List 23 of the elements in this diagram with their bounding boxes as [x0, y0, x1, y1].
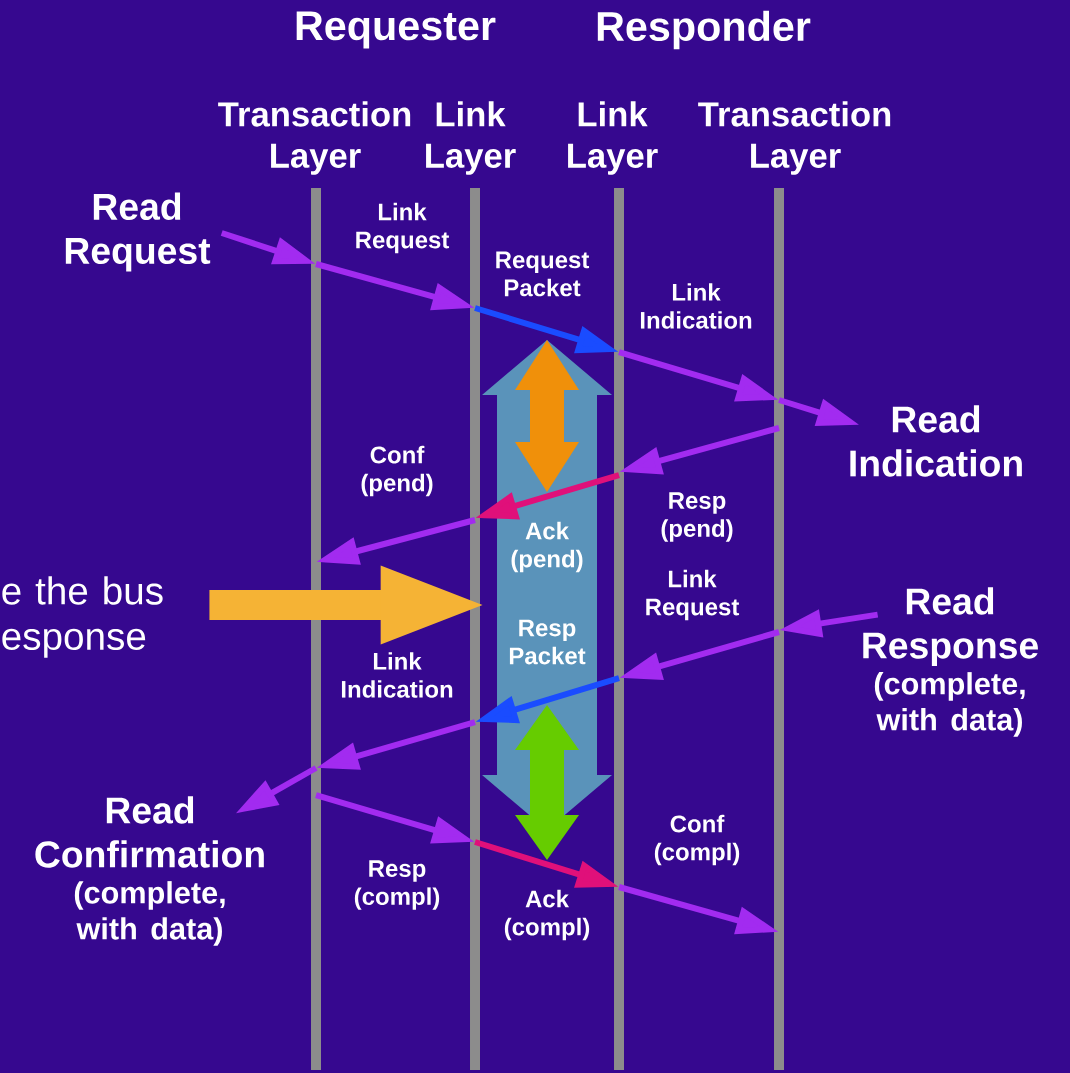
edge-label: Link Request: [646, 569, 740, 621]
edge-label: Link Request: [356, 202, 450, 254]
edge-label: Resp (compl): [354, 860, 440, 910]
edge-label: Ack (compl): [504, 889, 590, 941]
edge-label: Ack (pend): [511, 521, 583, 573]
primitive-label: Read Indication: [850, 405, 1022, 477]
edge-label: Conf (pend): [361, 445, 433, 497]
layer-heading: Transaction Layer: [698, 101, 891, 175]
layer-heading: Link Layer: [568, 101, 658, 175]
primitive-label: Read Request: [65, 192, 211, 272]
edge-label: Resp Packet: [509, 619, 586, 665]
edge-label: Link Indication: [640, 283, 752, 329]
column-title: Responder: [597, 10, 811, 50]
column-title: Requester: [296, 11, 496, 49]
edge-label: Link Indication: [341, 652, 453, 698]
edge-label: Request Packet: [496, 251, 590, 297]
edge-label: Resp (pend): [661, 492, 733, 542]
layer-heading: Transaction Layer: [218, 101, 411, 175]
primitive-label: e the bus esponse: [2, 576, 163, 658]
layer-heading: Link Layer: [426, 101, 516, 175]
edge-label: Conf (compl): [654, 814, 740, 866]
primitive-label: Read Response (complete, with data): [863, 587, 1038, 737]
primitive-label: Read Confirmation (complete, with data): [35, 796, 264, 946]
